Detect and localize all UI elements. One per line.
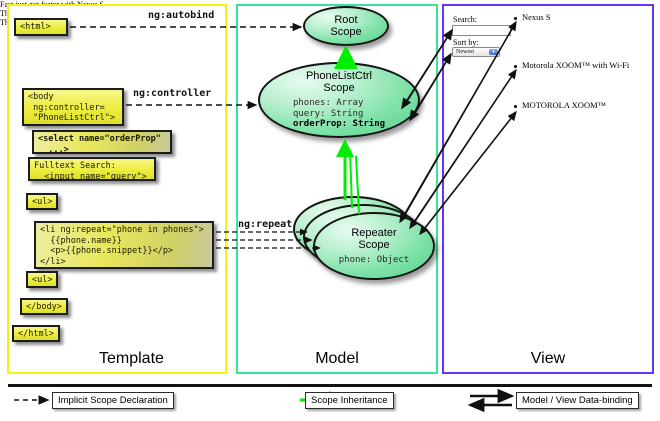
panel-template-label: Template	[99, 350, 164, 367]
phone-name-1: Motorola XOOM™ with Wi-Fi	[522, 60, 630, 70]
bullet-icon	[514, 65, 517, 68]
code-box-ul-open: <ul>	[26, 193, 58, 210]
view-sort-select[interactable]: Newest ▾	[452, 47, 500, 57]
code-box-search-input: Fulltext Search: <input name="query">	[28, 157, 156, 182]
legend-implicit-scope-declaration: Implicit Scope Declaration	[52, 392, 174, 409]
phone-list-item-2: MOTOROLA XOOM™	[514, 100, 606, 110]
code-box-html-open: <html>	[14, 18, 68, 36]
view-sort-label: Sort by:	[453, 38, 479, 47]
legend-scope-inheritance: Scope Inheritance	[305, 392, 394, 409]
panel-model-label: Model	[315, 350, 359, 367]
bullet-icon	[514, 105, 517, 108]
view-search-label: Search:	[453, 15, 477, 24]
scope-prop-phones: phones: Array	[292, 98, 364, 109]
panel-view-label: View	[530, 350, 566, 367]
phone-name-2: MOTOROLA XOOM™	[522, 100, 606, 110]
code-box-body-open: <body ng:controller= "PhoneListCtrl">	[22, 88, 124, 126]
panel-model: Model	[236, 4, 438, 374]
code-box-select-tag: <select name="orderProp" ...>	[32, 130, 172, 155]
legend-divider	[8, 384, 652, 387]
arrow-label-controller: ng:controller	[133, 88, 212, 99]
repeater-scope-properties: phone: Object	[338, 254, 410, 265]
phone-name-0: Nexus S	[522, 12, 551, 22]
code-box-ul-close: <ul>	[26, 271, 58, 288]
code-box-body-close: </body>	[20, 298, 68, 315]
bullet-icon	[514, 17, 517, 20]
panel-template: Template	[7, 4, 227, 374]
phonelistctrl-scope-properties: phones: Array query: String orderProp: S…	[293, 98, 385, 130]
legend-model-view-data-binding: Model / View Data-binding	[516, 392, 639, 409]
code-box-li-repeat: <li ng:repeat="phone in phones"> {{phone…	[34, 221, 214, 269]
chevron-down-icon: ▾	[489, 49, 498, 55]
arrow-label-repeat: ng:repeat	[238, 219, 293, 230]
arrow-label-autobind: ng:autobind	[148, 10, 215, 21]
view-sort-value: Newest	[456, 49, 474, 55]
code-box-html-close: </html>	[12, 325, 60, 342]
scope-prop-query: query: String	[292, 108, 364, 119]
scope-prop-orderprop: orderProp: String	[292, 119, 386, 130]
phone-list-item-1: Motorola XOOM™ with Wi-Fi	[514, 60, 630, 70]
view-search-input[interactable]	[452, 25, 511, 36]
phone-list-item-0: Nexus S	[514, 12, 551, 22]
